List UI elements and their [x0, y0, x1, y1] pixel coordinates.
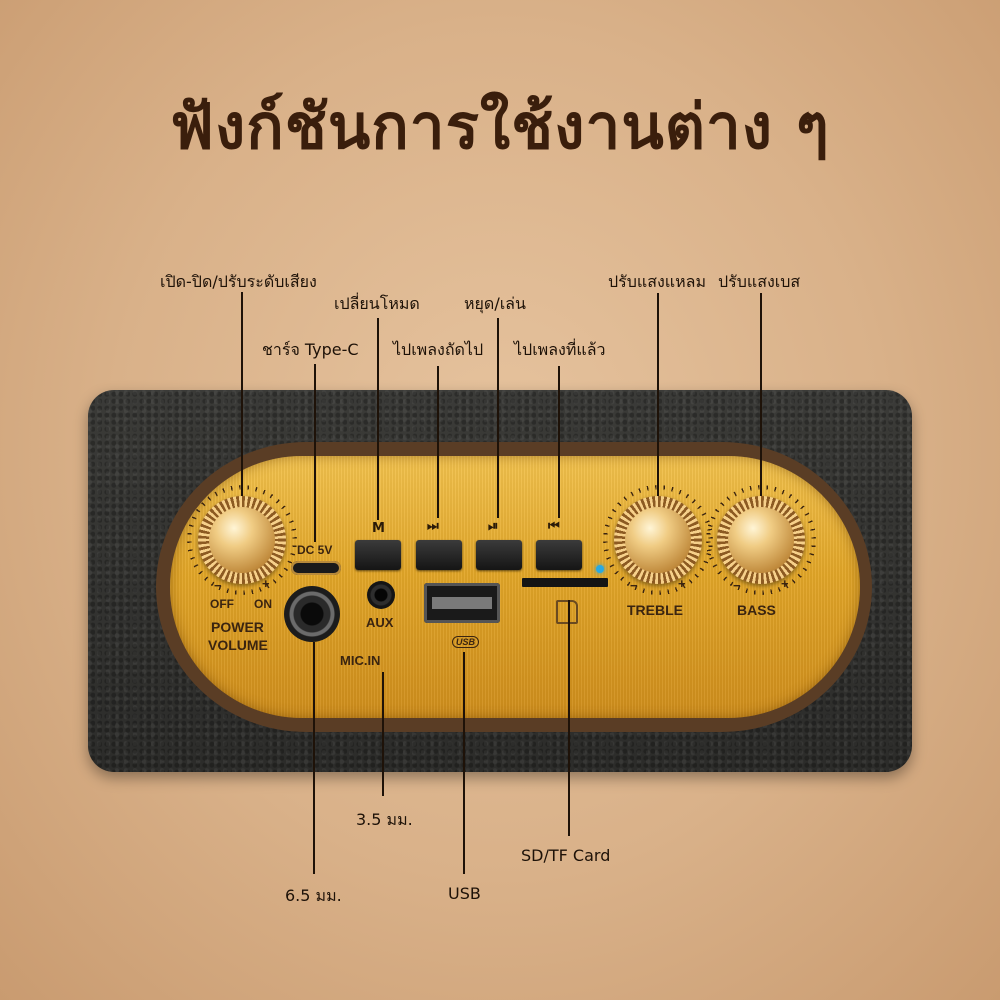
sd-card-slot[interactable] [522, 578, 608, 587]
callout-power-volume: เปิด-ปิด/ปรับระดับเสียง [160, 272, 317, 291]
mode-button[interactable] [355, 540, 401, 570]
treble-label: TREBLE [627, 602, 683, 618]
leader-mic-size [313, 642, 315, 874]
usb-port-tongue [432, 597, 492, 609]
indicator-led [596, 565, 604, 573]
dc-5v-label: DC 5V [297, 543, 333, 557]
callout-usb: USB [448, 884, 481, 903]
callout-type-c: ชาร์จ Type-C [262, 340, 359, 359]
volume-minus: − [214, 578, 222, 593]
leader-prev-track [558, 366, 560, 518]
leader-next-track [437, 366, 439, 518]
bass-knob[interactable] [717, 496, 805, 584]
leader-pause-play [497, 318, 499, 518]
callout-aux-size: 3.5 มม. [356, 810, 413, 829]
leader-usb [463, 652, 465, 874]
volume-knob[interactable] [198, 496, 286, 584]
off-label: OFF [210, 597, 234, 611]
sd-card-icon [556, 600, 578, 624]
treble-knob[interactable] [614, 496, 702, 584]
treble-minus: − [630, 578, 638, 593]
power-label: POWER [211, 619, 264, 635]
usb-port[interactable] [424, 583, 500, 623]
callout-mic-size: 6.5 มม. [285, 886, 342, 905]
page-title: ฟังก์ชันการใช้งานต่าง ๆ [170, 90, 830, 163]
callout-bass: ปรับแสงเบส [718, 272, 801, 291]
next-track-button[interactable] [416, 540, 462, 570]
callout-sd-card: SD/TF Card [521, 846, 611, 865]
leader-treble [657, 293, 659, 496]
play-pause-button[interactable] [476, 540, 522, 570]
callout-treble: ปรับแสงแหลม [608, 272, 707, 291]
next-track-icon: ⏭ [427, 519, 439, 534]
aux-label: AUX [366, 615, 394, 630]
prev-track-button[interactable] [536, 540, 582, 570]
prev-track-icon: ⏮ [548, 519, 560, 534]
bass-minus: − [733, 578, 741, 593]
bass-label: BASS [737, 602, 776, 618]
leader-bass [760, 293, 762, 496]
leader-power-volume [241, 292, 243, 496]
aux-jack[interactable] [367, 581, 395, 609]
mic-in-label: MIC.IN [340, 653, 381, 668]
volume-label: VOLUME [208, 637, 268, 653]
volume-plus: + [262, 576, 270, 591]
leader-sd-card [568, 600, 570, 836]
treble-plus: + [678, 576, 686, 591]
mic-in-jack[interactable] [284, 586, 340, 642]
callout-pause-play: หยุด/เล่น [464, 294, 526, 313]
bass-plus: + [781, 576, 789, 591]
mode-icon: M [372, 521, 385, 536]
callout-next-track: ไปเพลงถัดไป [393, 340, 484, 359]
callout-prev-track: ไปเพลงที่แล้ว [514, 340, 606, 359]
leader-aux-size [382, 672, 384, 796]
callout-mode: เปลี่ยนโหมด [334, 294, 420, 313]
usb-logo-icon: USB [452, 636, 480, 648]
type-c-port[interactable] [291, 561, 341, 575]
play-pause-icon: ⏯ [488, 519, 499, 534]
leader-mode [377, 318, 379, 520]
leader-type-c [314, 364, 316, 542]
on-label: ON [254, 597, 272, 611]
